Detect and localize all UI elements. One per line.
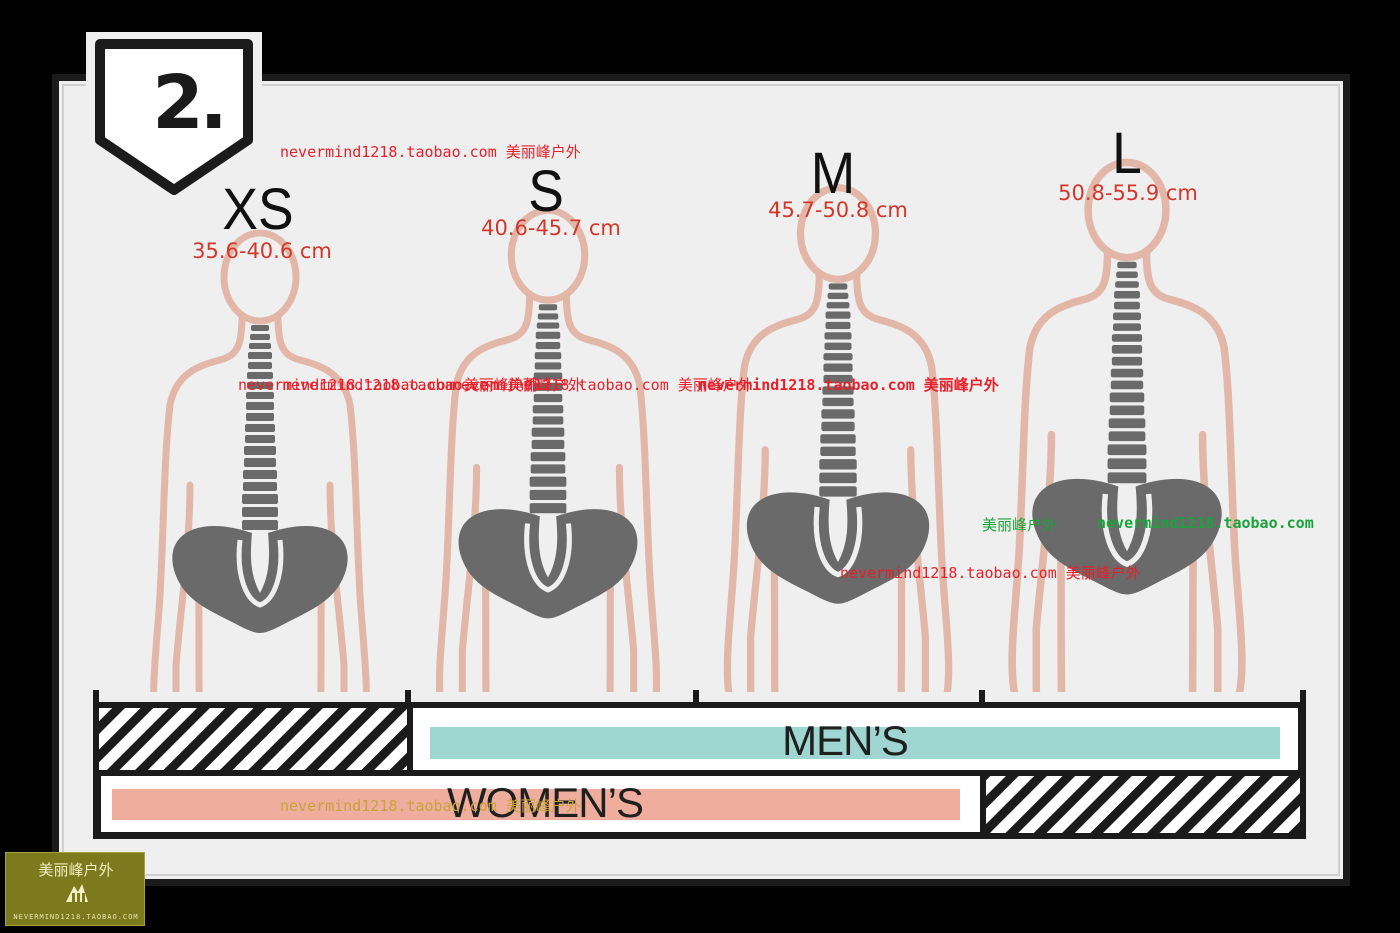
watermark-lower-red: nevermind1218.taobao.com 美丽峰户外 (840, 564, 1141, 582)
figure-m (727, 188, 948, 741)
step-shield (95, 39, 253, 195)
watermark-overlap-b: nevermind1218.taobao.com 美丽峰户外 (282, 376, 583, 394)
figure-l (1012, 162, 1242, 737)
men-only-hatch (983, 773, 1301, 835)
mountain-building-icon (66, 884, 88, 902)
size-range-l: 50.8-55.9 cm (1058, 181, 1198, 205)
watermark-women-overlay: nevermind1218.taobao.com 美丽峰户外 (280, 797, 581, 815)
step-number: 2. (152, 60, 228, 146)
figure-s (440, 210, 657, 753)
women-only-hatch (98, 705, 410, 773)
women-range-bar (112, 789, 960, 820)
size-label-m: M (810, 141, 856, 206)
size-range-s: 40.6-45.7 cm (481, 216, 621, 240)
size-range-xs: 35.6-40.6 cm (192, 239, 332, 263)
shop-badge-title: 美丽峰户外 (38, 861, 114, 879)
shop-badge: 美丽峰户外 NEVERMIND1218.TAOBAO.COM (5, 852, 145, 926)
size-range-m: 45.7-50.8 cm (768, 198, 908, 222)
mens-label: MEN’S (782, 717, 909, 764)
size-label-s: S (528, 159, 564, 224)
size-label-l: L (1112, 121, 1142, 186)
womens-label: WOMEN’S (447, 779, 644, 826)
shop-badge-url: NEVERMIND1218.TAOBAO.COM (13, 913, 139, 921)
watermark-top: nevermind1218.taobao.com 美丽峰户外 (280, 143, 581, 161)
watermark-overlap-c: nevermind1218.taobao.com 美丽峰户外 (452, 376, 753, 394)
watermark-mid-right: nevermind1218.taobao.com 美丽峰户外 (698, 376, 999, 394)
size-scale-ruler (93, 690, 1306, 839)
watermark-green-cn: 美丽峰户外 (982, 516, 1058, 534)
size-label-xs: XS (222, 177, 294, 242)
men-range-bar (430, 727, 1280, 759)
figure-xs (154, 233, 367, 765)
watermark-green-url: nevermind1218.taobao.com (1097, 514, 1314, 532)
watermark-overlap-a: nevermind1218.taobao.com 美丽峰户外 (238, 376, 539, 394)
